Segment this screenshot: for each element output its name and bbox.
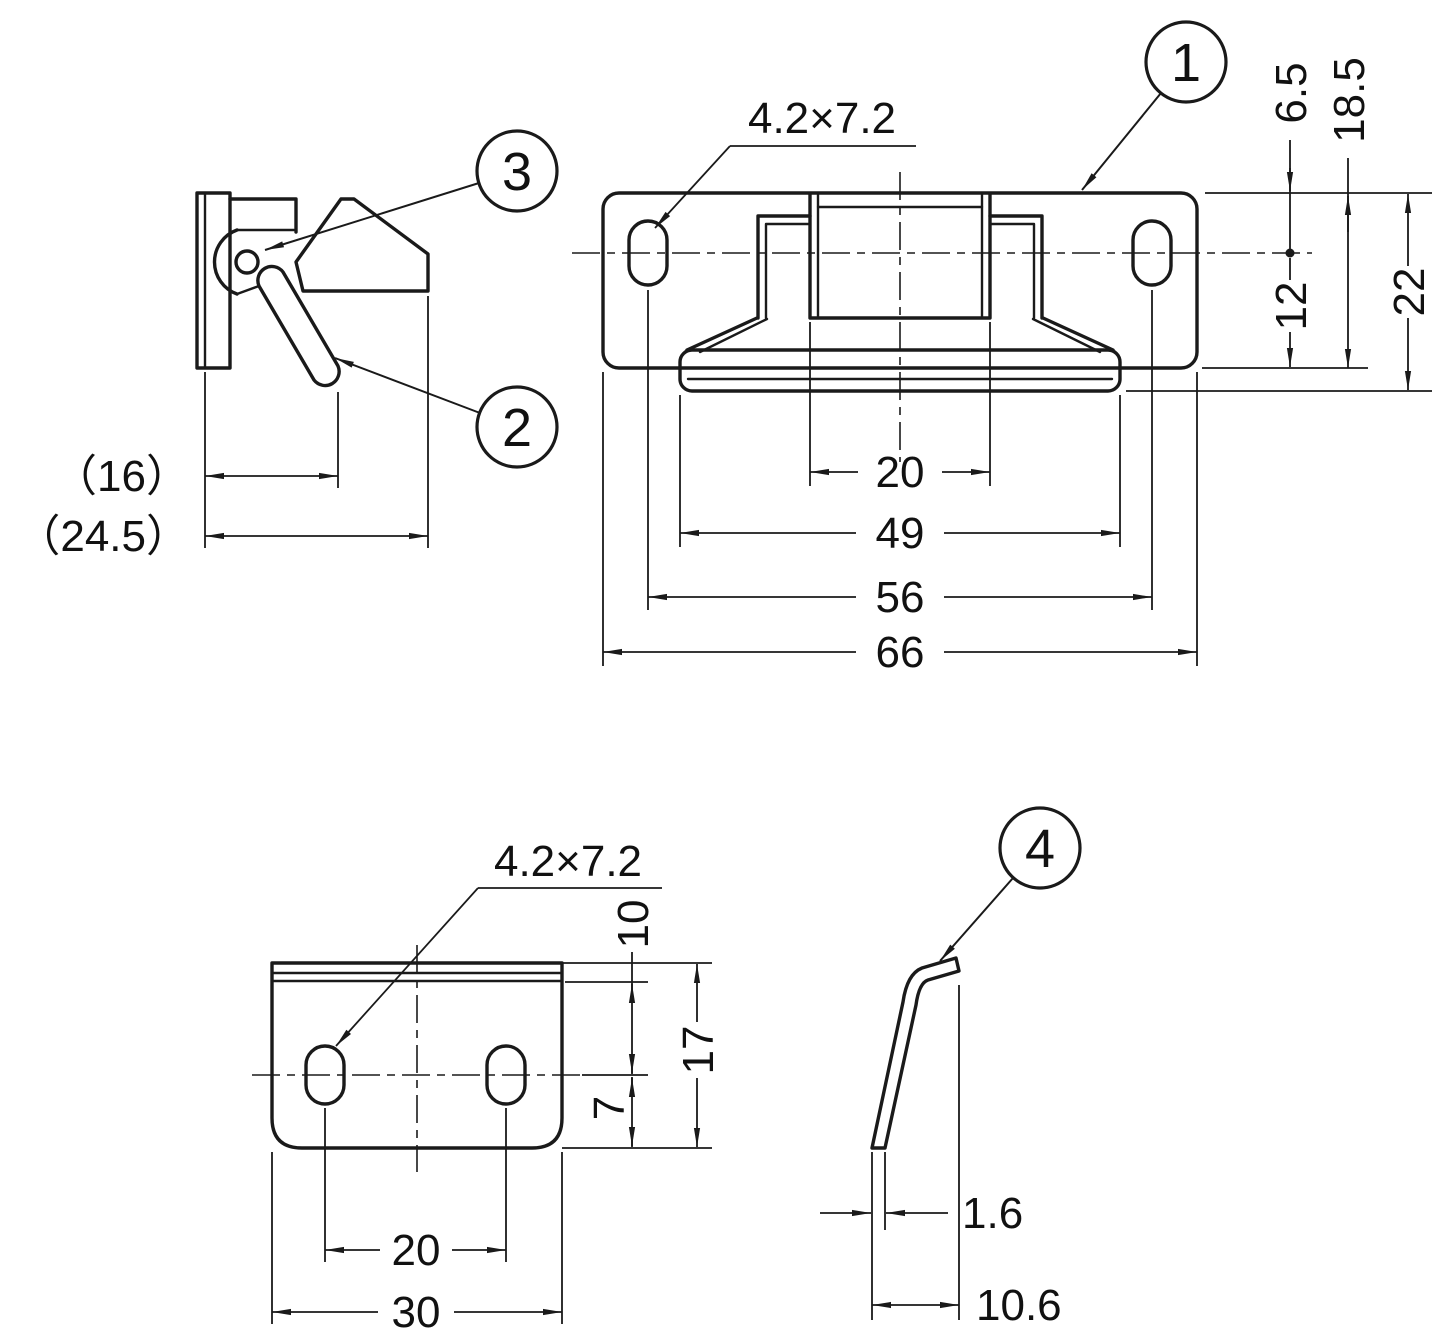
mounting-slot-left xyxy=(627,219,669,287)
balloon-3-circle xyxy=(475,129,559,213)
dim-22-label: 22 xyxy=(1385,268,1434,317)
bracket-dimensions: 1.6 10.6 xyxy=(820,985,1062,1330)
strike-right-dimensions: 10 7 17 xyxy=(562,900,723,1149)
front-view-group: 1 4.2×7.2 6.5 18.5 12 xyxy=(572,20,1434,677)
balloon-1-circle xyxy=(1144,20,1228,104)
front-bottom-dimensions: 20 49 56 66 xyxy=(602,290,1198,677)
spring-wing-left xyxy=(756,214,812,320)
strike-slot-leader xyxy=(335,887,479,1047)
dim-7-label: 7 xyxy=(585,1096,634,1120)
latch-body-outline xyxy=(601,191,1199,370)
strike-plate-outline xyxy=(270,961,564,1150)
balloon-4-label: 4 xyxy=(1025,819,1055,879)
dim-dot-terminator xyxy=(1285,248,1295,258)
dim-56-label: 56 xyxy=(876,573,925,622)
dim-10-6-label: 10.6 xyxy=(976,1281,1062,1330)
dim-6-5-label: 6.5 xyxy=(1267,62,1316,123)
strike-slot-right xyxy=(485,1044,527,1106)
dim-16-label: （16） xyxy=(53,452,190,501)
spring-arm xyxy=(256,264,341,388)
pivot-housing-arc xyxy=(212,228,239,296)
side-view-group: 3 2 （16） （24.5） xyxy=(16,129,559,561)
front-slot-callout: 4.2×7.2 xyxy=(654,94,916,229)
spring-wing-right xyxy=(988,214,1044,320)
balloon-2-leader xyxy=(334,357,481,414)
dim-1-6-label: 1.6 xyxy=(962,1189,1023,1238)
balloon-3-label: 3 xyxy=(502,142,532,202)
balloon-2-label: 2 xyxy=(502,398,532,458)
balloon-3-leader xyxy=(264,182,480,251)
balloon-3: 3 xyxy=(264,129,559,251)
balloon-1-leader xyxy=(1081,92,1162,191)
balloon-2-circle xyxy=(475,385,559,469)
balloon-2: 2 xyxy=(334,357,559,469)
dim-66-label: 66 xyxy=(876,628,925,677)
dim-20-label: 20 xyxy=(876,448,925,497)
mounting-slot-right xyxy=(1131,219,1173,287)
bracket-view-group: 4 1.6 10.6 xyxy=(820,806,1082,1330)
dim-12-label: 12 xyxy=(1267,282,1316,331)
leaf-spring-plate xyxy=(678,348,1122,393)
strike-slot-left xyxy=(304,1044,346,1106)
strike-slot-callout: 4.2×7.2 xyxy=(335,837,662,1047)
dim-strike-20-label: 20 xyxy=(392,1226,441,1275)
dim-18-5-label: 18.5 xyxy=(1325,57,1374,143)
side-block xyxy=(228,197,298,234)
front-slot-size-label: 4.2×7.2 xyxy=(748,94,896,143)
dim-24-5-label: （24.5） xyxy=(16,512,190,561)
side-mount-plate xyxy=(195,191,232,370)
balloon-4-circle xyxy=(998,806,1082,890)
dim-10-label: 10 xyxy=(609,900,658,949)
front-right-dimensions: 6.5 18.5 12 22 xyxy=(1126,57,1434,392)
angle-bracket-outline xyxy=(870,956,961,1150)
dim-49-label: 49 xyxy=(876,509,925,558)
dim-17-label: 17 xyxy=(674,1026,723,1075)
balloon-1: 1 xyxy=(1081,20,1228,191)
balloon-4: 4 xyxy=(939,806,1082,962)
dim-30-label: 30 xyxy=(392,1288,441,1337)
catch-hook xyxy=(294,197,430,293)
side-dimensions: （16） （24.5） xyxy=(16,296,429,561)
catch-housing xyxy=(808,192,992,320)
strike-bottom-dimensions: 20 30 xyxy=(271,1108,563,1337)
strike-plate-view-group: 4.2×7.2 10 7 17 xyxy=(252,837,723,1337)
balloon-1-label: 1 xyxy=(1171,33,1201,93)
strike-slot-size-label: 4.2×7.2 xyxy=(494,837,642,886)
pivot-hole xyxy=(234,249,260,275)
front-slot-leader xyxy=(654,145,731,229)
balloon-4-leader xyxy=(939,877,1014,962)
